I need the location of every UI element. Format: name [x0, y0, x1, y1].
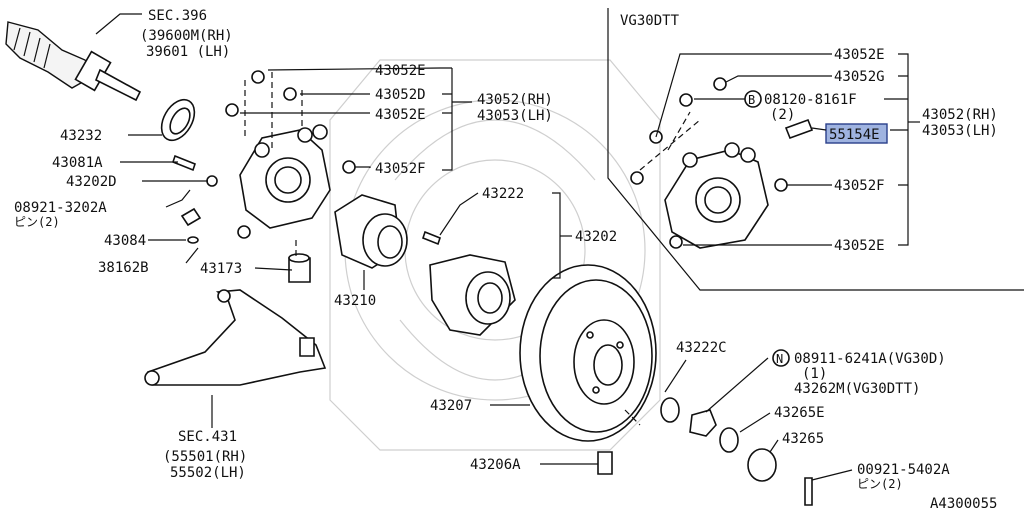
label-43052d: 43052D	[375, 87, 426, 103]
b-marker-circle	[744, 90, 762, 108]
label-qty-1: (1)	[802, 366, 827, 382]
drive-shaft-part	[5, 21, 142, 102]
hub-part	[334, 194, 408, 269]
inset-small-parts	[630, 77, 814, 192]
inset-title: VG30DTT	[620, 13, 680, 29]
label-43265: 43265	[782, 431, 824, 447]
label-43222: 43222	[482, 186, 524, 202]
highlight-55154e	[825, 123, 888, 144]
label-43084: 43084	[104, 233, 146, 249]
nut-stack-parts	[597, 397, 813, 506]
label-sec396: SEC.396	[148, 8, 207, 24]
label-43081a: 43081A	[52, 155, 103, 171]
knuckle-part	[237, 124, 331, 239]
label-55501: (55501(RH)	[163, 449, 247, 465]
label-43202d: 43202D	[66, 174, 117, 190]
label-39600m: (39600M(RH)	[140, 28, 233, 44]
inset-labels: 43052E 43052G B 08120-8161F (2) 55154E 4…	[744, 47, 998, 254]
label-43265e: 43265E	[774, 405, 825, 421]
inset-label-43052g: 43052G	[834, 69, 885, 85]
rotor-part	[519, 264, 657, 442]
label-00921: 00921-5402A	[857, 462, 950, 478]
inset-leader-lines	[639, 53, 920, 246]
bushing-parts	[172, 70, 356, 283]
inset-label-b-marker: B	[748, 93, 755, 107]
inset-label-43052f: 43052F	[834, 178, 885, 194]
label-43210: 43210	[334, 293, 376, 309]
grease-seal-part	[160, 98, 196, 142]
label-43052f: 43052F	[375, 161, 426, 177]
label-43173: 43173	[200, 261, 242, 277]
label-43202: 43202	[575, 229, 617, 245]
label-43262m: 43262M(VG30DTT)	[794, 381, 920, 397]
label-sec431: SEC.431	[178, 429, 237, 445]
label-08921: 08921-3202A	[14, 200, 107, 216]
label-38162b: 38162B	[98, 260, 149, 276]
label-55502: 55502(LH)	[170, 465, 246, 481]
axle-flange-part	[422, 230, 516, 336]
inset-frame	[607, 8, 1024, 291]
inset-knuckle-part	[664, 142, 769, 249]
inset-label-43052e-bottom: 43052E	[834, 238, 885, 254]
inset-label-55154e: 55154E	[829, 127, 880, 143]
label-pin-b: ピン(2)	[857, 477, 903, 491]
main-labels: SEC.396 (39600M(RH) 39601 (LH) 43052E 43…	[14, 8, 997, 512]
label-43206a: 43206A	[470, 457, 521, 473]
inset-label-08120: 08120-8161F	[764, 92, 857, 108]
main-leader-lines	[95, 13, 853, 481]
inset-label-43052rh: 43052(RH)	[922, 107, 998, 123]
inset-label-43053lh: 43053(LH)	[922, 123, 998, 139]
label-39601: 39601 (LH)	[146, 44, 230, 60]
label-43052e-mid: 43052E	[375, 107, 426, 123]
label-43207: 43207	[430, 398, 472, 414]
label-n-marker: N	[776, 352, 783, 366]
label-pin-a: ピン(2)	[14, 215, 60, 229]
label-43053lh: 43053(LH)	[477, 108, 553, 124]
label-43052rh: 43052(RH)	[477, 92, 553, 108]
lower-arm-part	[144, 289, 327, 386]
inset-label-qty-2: (2)	[770, 107, 795, 123]
label-43222c: 43222C	[676, 340, 727, 356]
label-08911: 08911-6241A(VG30D)	[794, 351, 946, 367]
inset-label-43052e-top: 43052E	[834, 47, 885, 63]
n-marker-circle	[772, 349, 790, 367]
label-43232: 43232	[60, 128, 102, 144]
label-43052e-top: 43052E	[375, 63, 426, 79]
figure-code: A4300055	[930, 496, 997, 510]
